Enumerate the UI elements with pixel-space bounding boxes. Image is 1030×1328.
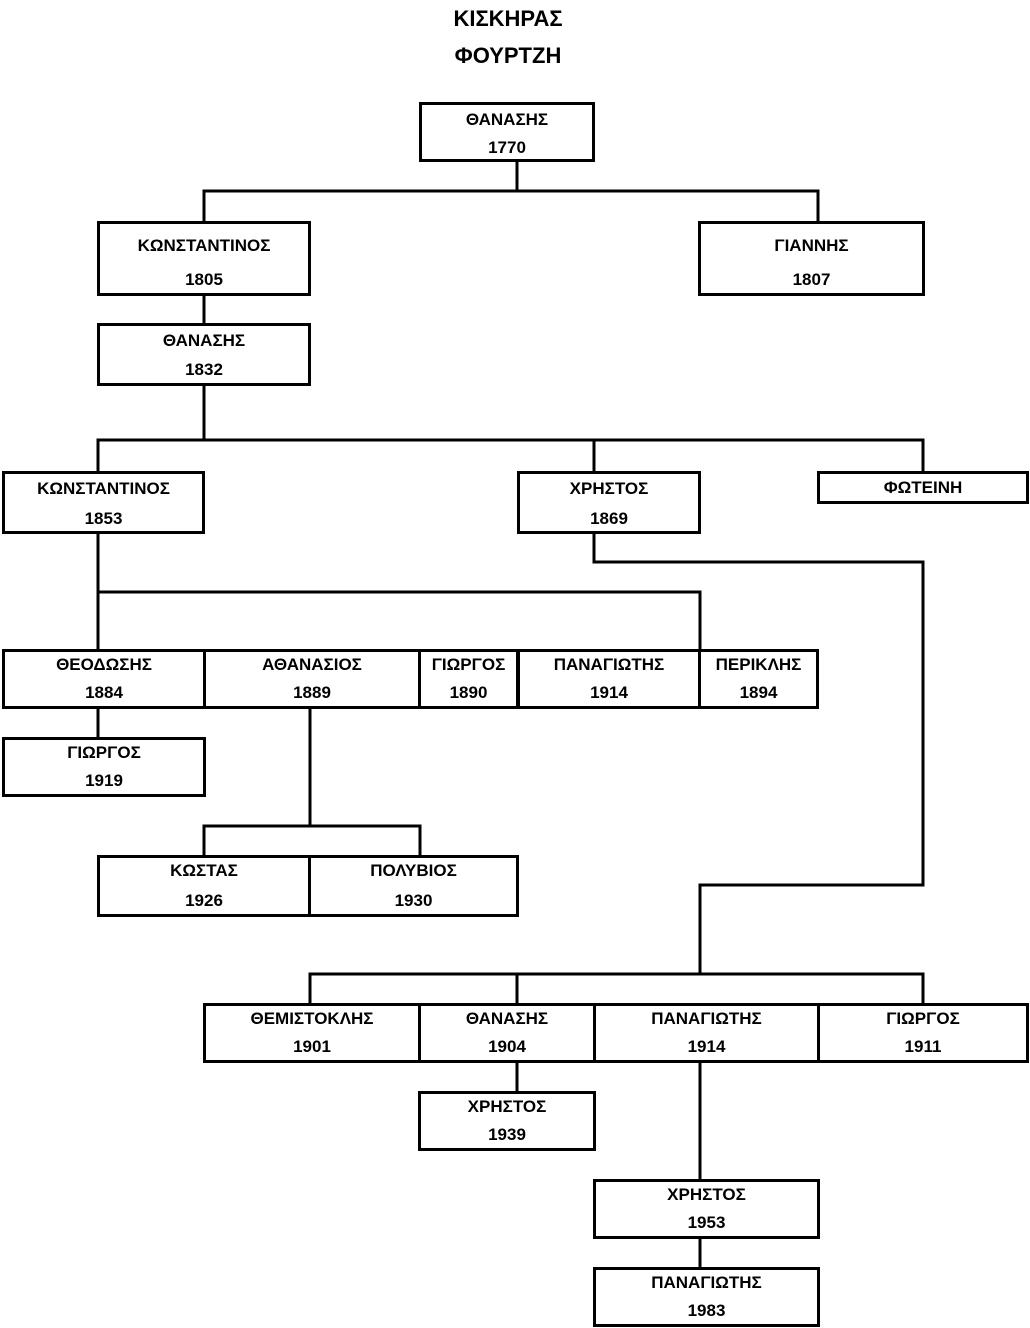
person-year: 1832 <box>185 360 223 379</box>
person-year: 1939 <box>488 1125 526 1144</box>
person-name: ΠΕΡΙΚΛΗΣ <box>715 655 802 674</box>
person-name: ΠΑΝΑΓΙΩΤΗΣ <box>651 1273 762 1292</box>
person-name: ΧΡΗΣΤΟΣ <box>467 1097 547 1116</box>
person-year: 1889 <box>293 683 331 702</box>
person-year: 1869 <box>590 509 628 528</box>
person-name: ΧΡΗΣΤΟΣ <box>667 1185 746 1204</box>
person-name: ΘΑΝΑΣΗΣ <box>162 331 246 350</box>
person-year: 1901 <box>293 1037 331 1056</box>
person-name: ΓΙΩΡΓΟΣ <box>67 743 141 762</box>
person-name: ΚΩΝΣΤΑΝΤΙΝΟΣ <box>137 236 271 255</box>
person-box-athanasios-1889: ΑΘΑΝΑΣΙΟΣ 1889 <box>203 649 421 709</box>
person-name: ΦΩΤΕΙΝΗ <box>883 478 963 497</box>
tree-title-line2: ΦΟΥΡΤΖΗ <box>454 43 562 68</box>
person-box-periklis-1894: ΠΕΡΙΚΛΗΣ 1894 <box>698 649 819 709</box>
person-name: ΧΡΗΣΤΟΣ <box>569 479 649 498</box>
person-year: 1930 <box>394 891 433 910</box>
person-year: 1904 <box>488 1037 526 1056</box>
person-name: ΘΑΝΑΣΗΣ <box>465 110 549 129</box>
person-name: ΓΙΩΡΓΟΣ <box>886 1009 960 1028</box>
person-year: 1953 <box>687 1213 726 1232</box>
person-name: ΠΑΝΑΓΙΩΤΗΣ <box>553 655 665 674</box>
person-box-themistoklis-1901: ΘΕΜΙΣΤΟΚΛΗΣ 1901 <box>203 1003 421 1063</box>
person-box-foteini: ΦΩΤΕΙΝΗ <box>817 471 1029 504</box>
person-box-thanasis-1904: ΘΑΝΑΣΗΣ 1904 <box>418 1003 596 1063</box>
person-name: ΚΩΣΤΑΣ <box>170 861 238 880</box>
person-name: ΠΑΝΑΓΙΩΤΗΣ <box>651 1009 762 1028</box>
person-year: 1926 <box>185 891 223 910</box>
person-box-thanasis-1832: ΘΑΝΑΣΗΣ 1832 <box>97 323 311 386</box>
person-box-panagiotis-1914-b: ΠΑΝΑΓΙΩΤΗΣ 1914 <box>593 1003 820 1063</box>
person-name: ΠΟΛΥΒΙΟΣ <box>370 861 457 880</box>
person-box-giorgos-1890: ΓΙΩΡΓΟΣ 1890 <box>418 649 519 709</box>
person-year: 1914 <box>590 683 628 702</box>
person-box-christos-1953: ΧΡΗΣΤΟΣ 1953 <box>593 1179 820 1239</box>
person-year: 1914 <box>687 1037 726 1056</box>
person-box-giorgos-1919: ΓΙΩΡΓΟΣ 1919 <box>2 737 206 797</box>
person-box-panagiotis-1983: ΠΑΝΑΓΙΩΤΗΣ 1983 <box>593 1267 820 1327</box>
person-year: 1983 <box>687 1301 726 1320</box>
person-year: 1805 <box>185 270 223 289</box>
person-box-polyvios-1930: ΠΟΛΥΒΙΟΣ 1930 <box>308 855 519 917</box>
person-year: 1884 <box>85 683 123 702</box>
person-year: 1890 <box>449 683 488 702</box>
person-name: ΘΕΜΙΣΤΟΚΛΗΣ <box>250 1009 374 1028</box>
tree-title-line1: ΚΙΣΚΗΡΑΣ <box>453 6 563 31</box>
person-box-christos-1869: ΧΡΗΣΤΟΣ 1869 <box>517 471 701 534</box>
person-name: ΘΑΝΑΣΗΣ <box>465 1009 549 1028</box>
person-year: 1919 <box>85 771 123 790</box>
person-year: 1853 <box>84 509 123 528</box>
person-box-panagiotis-1914-a: ΠΑΝΑΓΙΩΤΗΣ 1914 <box>517 649 701 709</box>
person-year: 1807 <box>792 270 831 289</box>
person-name: ΑΘΑΝΑΣΙΟΣ <box>262 655 362 674</box>
person-box-konstantinos-1853: ΚΩΝΣΤΑΝΤΙΝΟΣ 1853 <box>2 471 205 534</box>
person-box-konstantinos-1805: ΚΩΝΣΤΑΝΤΙΝΟΣ 1805 <box>97 221 311 296</box>
person-name: ΓΙΩΡΓΟΣ <box>431 655 506 674</box>
person-year: 1770 <box>488 138 526 157</box>
person-box-giannis-1807: ΓΙΑΝΝΗΣ 1807 <box>698 221 925 296</box>
person-name: ΚΩΝΣΤΑΝΤΙΝΟΣ <box>37 479 170 498</box>
person-box-theodosis-1884: ΘΕΟΔΩΣΗΣ 1884 <box>2 649 206 709</box>
person-year: 1894 <box>739 683 778 702</box>
person-name: ΓΙΑΝΝΗΣ <box>774 236 849 255</box>
person-box-christos-1939: ΧΡΗΣΤΟΣ 1939 <box>418 1091 596 1151</box>
person-year: 1911 <box>904 1037 942 1056</box>
person-box-giorgos-1911: ΓΙΩΡΓΟΣ 1911 <box>817 1003 1029 1063</box>
person-box-kostas-1926: ΚΩΣΤΑΣ 1926 <box>97 855 311 917</box>
person-name: ΘΕΟΔΩΣΗΣ <box>56 655 152 674</box>
person-box-thanasis-1770: ΘΑΝΑΣΗΣ 1770 <box>419 102 595 162</box>
